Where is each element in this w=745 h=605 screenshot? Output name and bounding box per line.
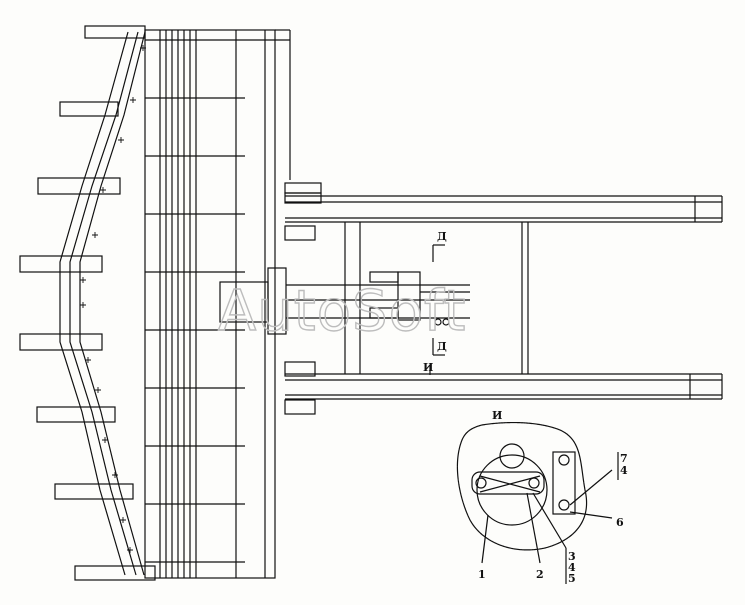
callout-5: 5 — [568, 572, 576, 585]
watermark: AutoSoft — [218, 279, 467, 344]
callout-7: 7 — [620, 452, 628, 465]
upper-rail — [284, 182, 723, 241]
callout-3: 3 — [568, 550, 576, 563]
centre-linkage — [219, 222, 529, 375]
section-mark-d-bottom: Д — [437, 340, 447, 353]
hinge-plates — [19, 25, 156, 581]
lower-rail — [284, 361, 723, 415]
section-mark-d-top: Д — [437, 230, 447, 243]
callout-4-lower: 4 — [568, 561, 576, 574]
angled-side-frame — [59, 31, 146, 576]
callout-4-upper: 4 — [620, 464, 628, 477]
callout-1: 1 — [478, 568, 486, 581]
frame-tick-marks — [80, 45, 146, 553]
detail-view-title: И — [492, 409, 502, 422]
detail-view-i — [456, 421, 619, 584]
callout-6: 6 — [616, 516, 624, 529]
view-arrow-label: И — [423, 361, 433, 374]
callout-2: 2 — [536, 568, 544, 581]
grid-frame — [144, 29, 291, 579]
